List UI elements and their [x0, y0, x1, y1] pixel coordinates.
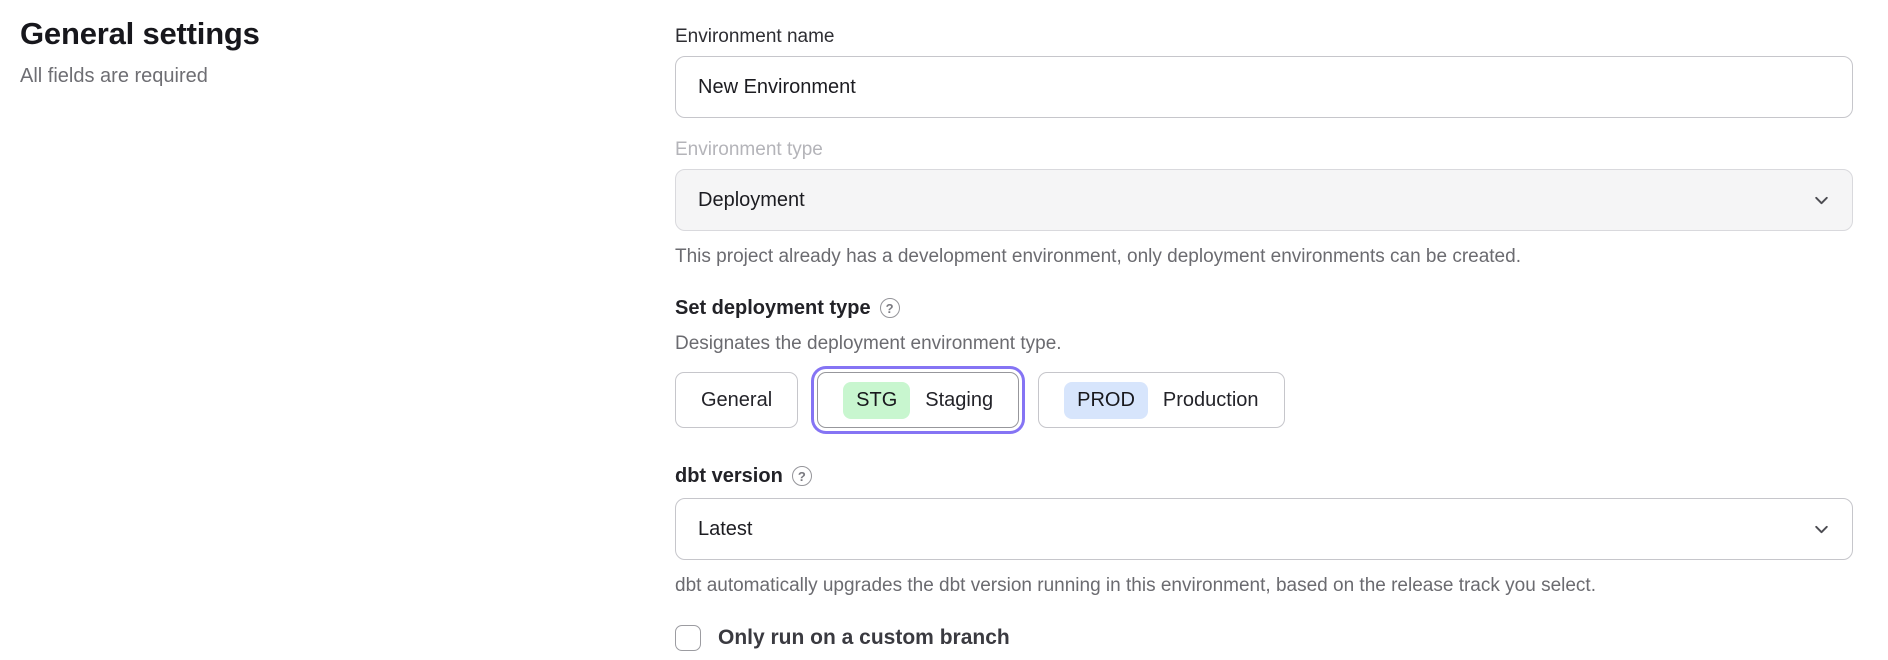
environment-type-select: Deployment [675, 169, 1853, 231]
environment-name-label: Environment name [675, 26, 835, 47]
page-title: General settings [20, 16, 260, 51]
chevron-down-icon [1813, 521, 1830, 538]
deployment-type-production-button[interactable]: PROD Production [1038, 372, 1285, 428]
dbt-version-select[interactable]: Latest [675, 498, 1853, 560]
custom-branch-label[interactable]: Only run on a custom branch [718, 626, 1010, 649]
deployment-type-general-button[interactable]: General [675, 372, 799, 428]
environment-type-value: Deployment [698, 188, 805, 211]
environment-type-helper: This project already has a development e… [675, 246, 1521, 267]
environment-name-input[interactable] [675, 56, 1853, 118]
help-icon[interactable]: ? [791, 466, 812, 486]
deployment-type-description: Designates the deployment environment ty… [675, 333, 1062, 354]
deployment-type-staging-button[interactable]: STG Staging [817, 372, 1020, 428]
deployment-type-title: Set deployment type [675, 297, 871, 319]
deployment-type-staging-label: Staging [925, 388, 994, 411]
deployment-type-general-label: General [701, 388, 773, 411]
dbt-version-title: dbt version [675, 465, 783, 487]
chevron-down-icon [1813, 192, 1830, 209]
staging-badge: STG [843, 381, 911, 419]
settings-header: General settings All fields are required [20, 16, 540, 88]
deployment-type-production-label: Production [1162, 388, 1259, 411]
general-settings-form: Environment name Environment type Deploy… [675, 26, 1853, 651]
environment-type-label: Environment type [675, 139, 823, 160]
deployment-type-options: General STG Staging PROD Production [675, 366, 1853, 434]
custom-branch-checkbox[interactable] [675, 625, 701, 651]
page-subtitle: All fields are required [20, 65, 208, 87]
help-icon[interactable]: ? [879, 298, 900, 318]
custom-branch-row: Only run on a custom branch [675, 625, 1853, 651]
dbt-version-helper: dbt automatically upgrades the dbt versi… [675, 575, 1596, 596]
production-badge: PROD [1064, 381, 1148, 419]
dbt-version-value: Latest [698, 517, 753, 540]
